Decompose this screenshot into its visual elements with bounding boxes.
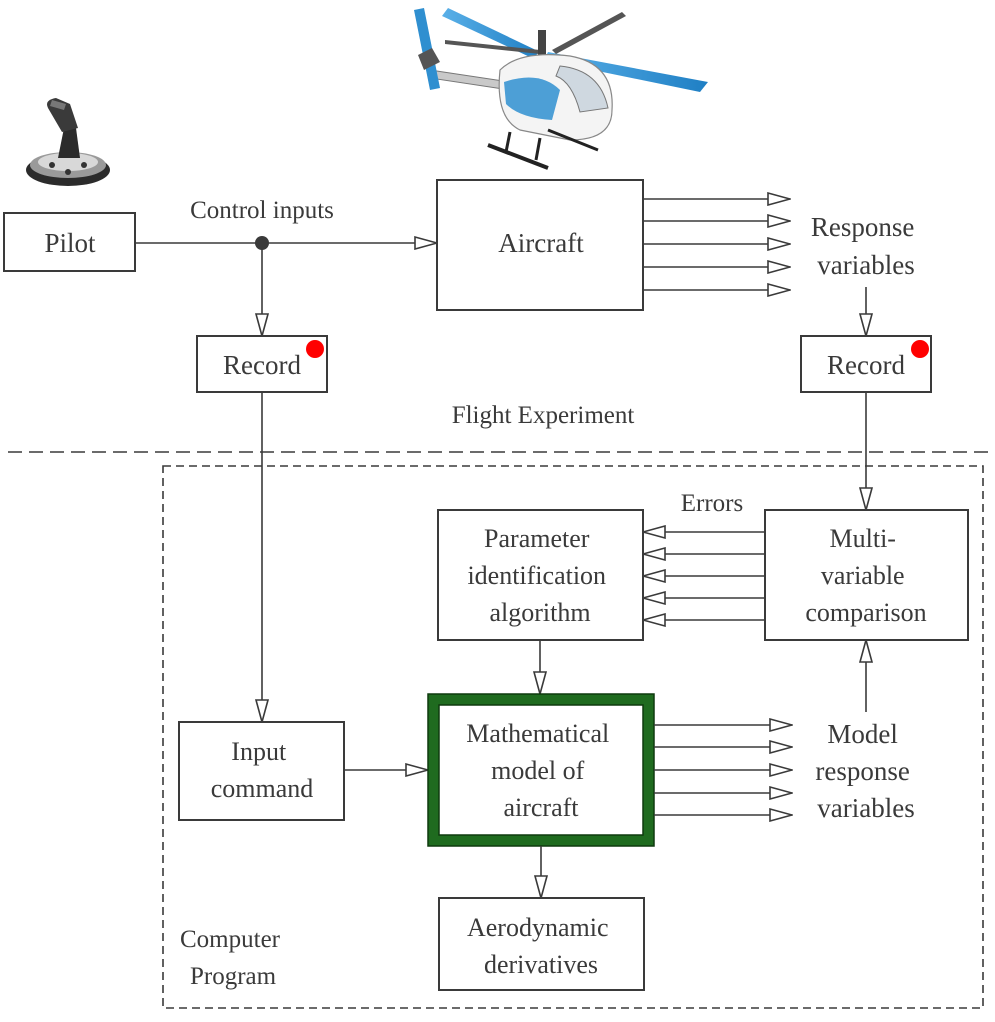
record-right-label: Record	[827, 350, 905, 380]
pilot-box	[3, 212, 136, 272]
record-right-box	[800, 335, 932, 393]
helicopter-icon	[414, 8, 708, 170]
math-model-label: Mathematical model of aircraft	[466, 719, 615, 822]
record-left-label: Record	[223, 350, 301, 380]
aerodynamic-derivatives-box	[438, 897, 645, 991]
pilot-label: Pilot	[44, 228, 96, 258]
model-response-label: Model response variables	[815, 719, 916, 823]
computer-program-label: Computer Program	[180, 926, 286, 990]
multivariable-comparison-box	[764, 509, 969, 641]
aircraft-box	[436, 179, 644, 311]
control-inputs-label: Control inputs	[190, 197, 334, 224]
joystick-icon	[26, 98, 110, 186]
record-left-box	[196, 335, 328, 393]
record-dot-icon	[911, 340, 929, 358]
math-model-box	[438, 704, 644, 836]
computer-program-region	[162, 465, 984, 1009]
response-variables-label: Response variables	[811, 212, 921, 280]
aircraft-response-arrows	[643, 199, 790, 290]
errors-label: Errors	[681, 490, 743, 517]
parameter-identification-label: Parameter identification algorithm	[467, 524, 612, 627]
input-command-box	[178, 721, 345, 821]
flight-experiment-label: Flight Experiment	[452, 402, 635, 429]
error-arrows	[643, 532, 765, 620]
aircraft-label: Aircraft	[498, 228, 584, 258]
model-response-arrows	[654, 725, 792, 815]
aerodynamic-derivatives-label: Aerodynamic derivatives	[467, 913, 615, 979]
input-command-label: Input command	[211, 737, 314, 803]
record-dot-icon	[306, 340, 324, 358]
multivariable-comparison-label: Multi- variable comparison	[805, 524, 926, 627]
